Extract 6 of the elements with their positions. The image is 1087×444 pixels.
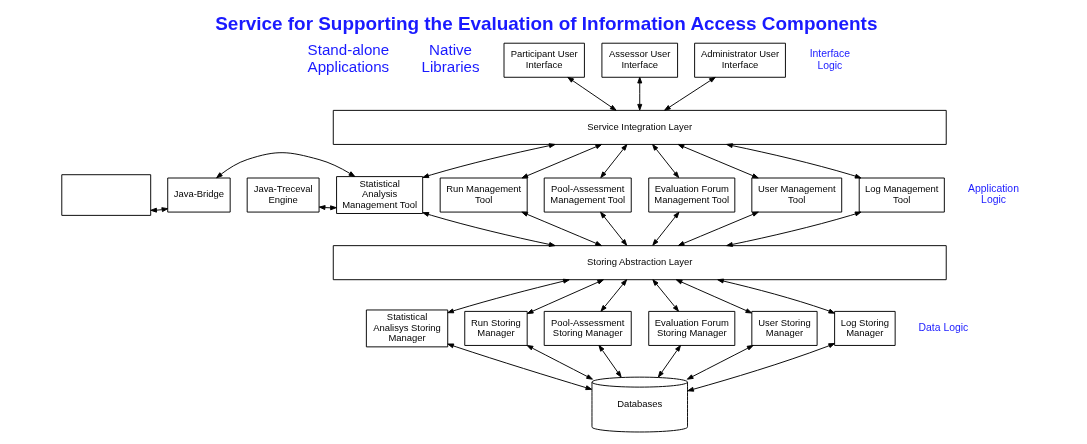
label: Application Logic	[968, 183, 1019, 206]
label: Native Libraries	[421, 41, 480, 76]
label: Data Logic	[918, 322, 969, 334]
label: Stand-alone Applications	[307, 41, 390, 76]
diagram-title: Service for Supporting the Evaluation of Information Access Components	[215, 12, 878, 34]
label: Interface Logic	[809, 48, 851, 71]
